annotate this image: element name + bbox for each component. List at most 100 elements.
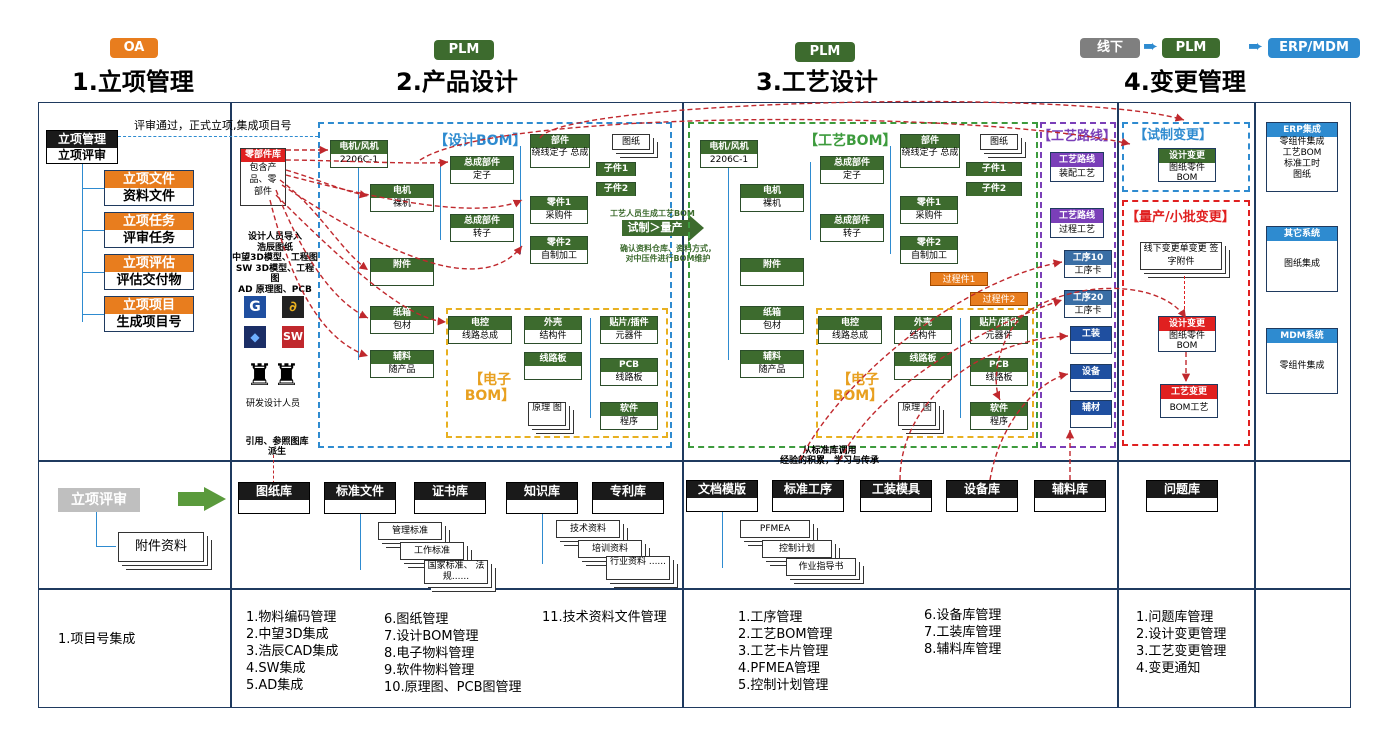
management-std-doc[interactable]: 管理标准 xyxy=(378,522,442,540)
process-board-node[interactable]: 线路板 xyxy=(894,352,952,380)
project-item-box[interactable]: 立项项目生成项目号 xyxy=(104,296,194,332)
phase-title-2: 2.产品设计 xyxy=(396,68,518,96)
schematic-doc[interactable]: 原理 图 xyxy=(528,402,566,426)
material-box[interactable]: 辅材 xyxy=(1070,400,1112,428)
industry-doc[interactable]: 行业资料 ...... xyxy=(606,556,670,580)
process-subpart2-node[interactable]: 子件2 xyxy=(966,182,1022,196)
work-std-doc[interactable]: 工作标准 xyxy=(400,542,464,560)
note-line: 经验的积累，学习与传承 xyxy=(780,456,880,466)
block-line: 零组件集成 xyxy=(1279,361,1325,371)
rotor-assembly-node[interactable]: 总成部件转子 xyxy=(450,214,514,242)
project-task-box[interactable]: 立项任务评审任务 xyxy=(104,212,194,248)
tech-doc[interactable]: 技术资料 xyxy=(556,520,620,538)
process-auxiliary-node[interactable]: 辅料随产品 xyxy=(740,350,804,378)
auxiliary-library[interactable]: 辅料库 xyxy=(1034,480,1106,512)
trial-design-change-box[interactable]: 设计变更图纸零件 BOM xyxy=(1158,148,1216,183)
erp-integration-block[interactable]: ERP集成 零组件集成 工艺BOM 标准工时 图纸 xyxy=(1266,122,1338,192)
trial-to-mass-arrow[interactable]: 试制＞量产 xyxy=(622,220,688,236)
library-label: 证书库 xyxy=(415,483,485,500)
motor-node[interactable]: 电机裸机 xyxy=(370,184,434,212)
equipment-library[interactable]: 设备库 xyxy=(946,480,1018,512)
work-instruction-doc[interactable]: 作业指导书 xyxy=(786,558,856,576)
subpart2-node[interactable]: 子件2 xyxy=(596,182,636,196)
block-title: 其它系统 xyxy=(1267,227,1337,241)
process-smt-node[interactable]: 贴片/插件元器件 xyxy=(970,316,1028,344)
patent-library[interactable]: 专利库 xyxy=(592,482,664,514)
standard-process-library[interactable]: 标准工序 xyxy=(772,480,844,512)
other-system-block[interactable]: 其它系统 图纸集成 xyxy=(1266,226,1338,292)
mdm-system-block[interactable]: MDM系统 零组件集成 xyxy=(1266,328,1338,394)
pfmea-doc[interactable]: PFMEA xyxy=(740,520,810,538)
box-value: BOM工艺 xyxy=(1169,403,1209,413)
project-review-button[interactable]: 立项评审 xyxy=(58,488,140,512)
stator-assembly-node[interactable]: 总成部件定子 xyxy=(450,156,514,184)
process-drawing-doc[interactable]: 图纸 xyxy=(980,134,1018,150)
process-accessory-node[interactable]: 附件 xyxy=(740,258,804,286)
issue-library[interactable]: 问题库 xyxy=(1146,480,1218,512)
block-line: 图纸 xyxy=(1292,170,1311,180)
col2-bullets-c: 11.技术资料文件管理 xyxy=(542,609,667,626)
process-schematic-doc[interactable]: 原理 图 xyxy=(898,402,936,426)
fixture-mold-library[interactable]: 工装模具 xyxy=(860,480,932,512)
process-control-node[interactable]: 电控线路总成 xyxy=(818,316,882,344)
smt-node[interactable]: 贴片/插件元器件 xyxy=(600,316,658,344)
project-task-title: 立项任务 xyxy=(105,213,193,230)
process-route-box[interactable]: 工艺路线过程工艺 xyxy=(1050,208,1104,238)
software-node[interactable]: 软件程序 xyxy=(600,402,658,430)
drawing-doc[interactable]: 图纸 xyxy=(612,134,650,150)
electric-control-node[interactable]: 电控线路总成 xyxy=(448,316,512,344)
process-rotor-node[interactable]: 总成部件转子 xyxy=(820,214,884,242)
bullet-item: 7.设计BOM管理 xyxy=(384,629,479,644)
shell-node[interactable]: 外壳结构件 xyxy=(524,316,582,344)
process-subpart1-node[interactable]: 子件1 xyxy=(966,162,1022,176)
project-management-box[interactable]: 立项管理 立项评审 xyxy=(46,130,118,164)
mass-design-change-box[interactable]: 设计变更图纸零件 BOM xyxy=(1158,316,1216,352)
grid-hline xyxy=(38,588,1351,590)
parts-library-box[interactable]: 零部件库 包含产 品、零 部件 xyxy=(240,148,286,206)
note-line: 引用、参照图库 xyxy=(245,437,309,447)
project-evaluate-box[interactable]: 立项评估评估交付物 xyxy=(104,254,194,290)
standard-file-library[interactable]: 标准文件 xyxy=(324,482,396,514)
knowledge-library[interactable]: 知识库 xyxy=(506,482,578,514)
equipment-box[interactable]: 设备 xyxy=(1070,364,1112,392)
national-std-doc[interactable]: 国家标准、 法规...... xyxy=(424,560,488,584)
offline-change-doc[interactable]: 线下变更单变更 签字附件 xyxy=(1140,242,1222,270)
component-node[interactable]: 部件绕线定子 总成 xyxy=(530,134,590,168)
drawing-library[interactable]: 图纸库 xyxy=(238,482,310,514)
carton-node[interactable]: 纸箱包材 xyxy=(370,306,434,334)
process-part-1[interactable]: 过程件1 xyxy=(930,272,988,286)
process-part-2[interactable]: 过程件2 xyxy=(970,292,1028,306)
process-carton-node[interactable]: 纸箱包材 xyxy=(740,306,804,334)
doc-template-library[interactable]: 文档模版 xyxy=(686,480,758,512)
certificate-library[interactable]: 证书库 xyxy=(414,482,486,514)
assembly-route-box[interactable]: 工艺路线装配工艺 xyxy=(1050,152,1104,182)
process-shell-node[interactable]: 外壳结构件 xyxy=(894,316,952,344)
process-bom-note: 工艺人员生成工艺BOM xyxy=(610,209,695,218)
node-value: 裸机 xyxy=(762,199,781,209)
tooling-box[interactable]: 工装 xyxy=(1070,326,1112,354)
process-stator-node[interactable]: 总成部件定子 xyxy=(820,156,884,184)
process-component-node[interactable]: 部件绕线定子 总成 xyxy=(900,134,960,168)
attachment-doc[interactable]: 附件资料 xyxy=(118,532,204,562)
approval-arrow xyxy=(118,136,318,137)
project-file-box[interactable]: 立项文件资料文件 xyxy=(104,170,194,206)
training-doc[interactable]: 培训资料 xyxy=(578,540,642,558)
circuit-board-node[interactable]: 线路板 xyxy=(524,352,582,380)
accessory-node[interactable]: 附件 xyxy=(370,258,434,286)
subpart1-node[interactable]: 子件1 xyxy=(596,162,636,176)
process-motor-node[interactable]: 电机裸机 xyxy=(740,184,804,212)
process-software-node[interactable]: 软件程序 xyxy=(970,402,1028,430)
control-plan-doc[interactable]: 控制计划 xyxy=(762,540,832,558)
auxiliary-node[interactable]: 辅料随产品 xyxy=(370,350,434,378)
